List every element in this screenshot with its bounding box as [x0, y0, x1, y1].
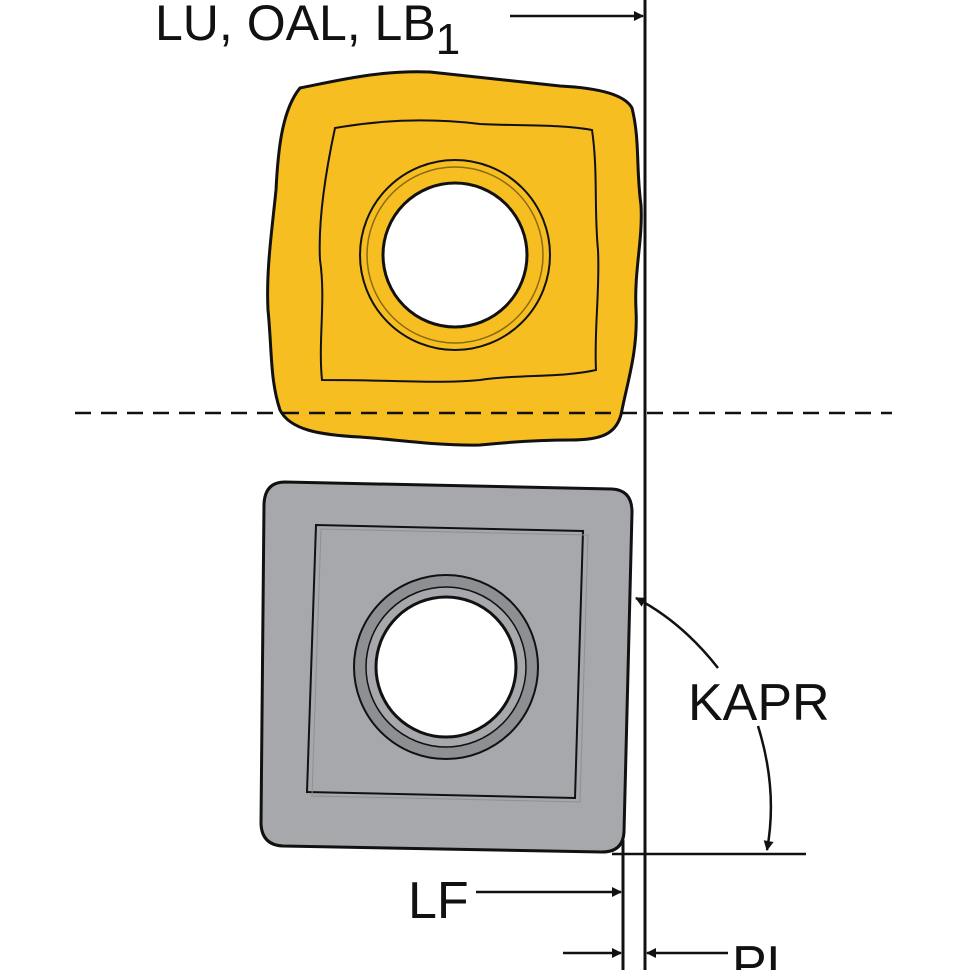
kapr-arc-upper	[635, 596, 719, 669]
gold-insert-icon	[266, 70, 643, 447]
kapr-label: KAPR	[688, 674, 830, 732]
pl-label: PL	[732, 936, 796, 970]
kapr-arc-lower	[756, 725, 774, 851]
lf-label: LF	[408, 872, 469, 930]
top-dimension-label: LU, OAL, LB1	[155, 0, 460, 64]
gray-insert-icon	[259, 480, 634, 854]
